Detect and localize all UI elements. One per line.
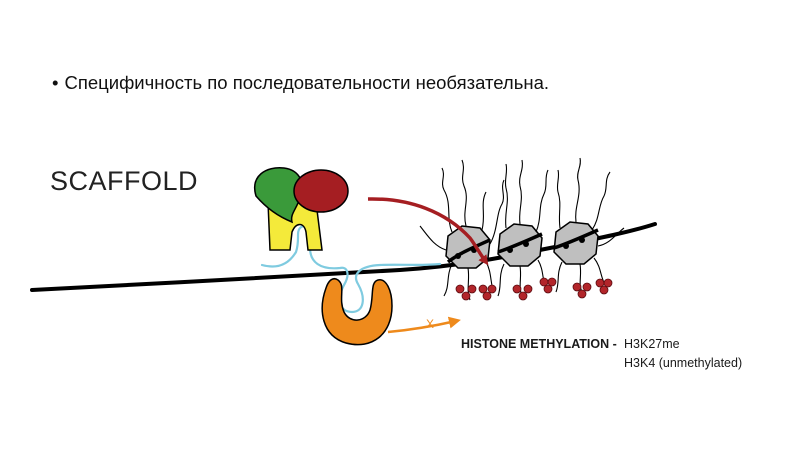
nucleosome-1 — [445, 225, 491, 269]
bullet-text: Специфичность по последовательности необ… — [64, 72, 550, 93]
orange-blocked-arrow — [387, 316, 461, 334]
red-activity-arrow — [367, 197, 489, 266]
methylation-marks — [455, 277, 613, 301]
red-protein — [293, 169, 349, 213]
nucleosome-3 — [553, 221, 599, 265]
bullet-dot: • — [52, 72, 59, 93]
rna-scaffold — [260, 225, 442, 314]
mark-h3k27me: H3K27me — [624, 337, 680, 351]
mark-h3k4: H3K4 (unmethylated) — [624, 356, 743, 370]
histone-tails — [419, 157, 625, 301]
orange-protein — [321, 277, 393, 346]
nucleosome-2 — [497, 223, 543, 267]
blocked-x-mark: X — [426, 317, 434, 331]
histone-methylation-label: HISTONE METHYLATION - — [461, 337, 617, 351]
scaffold-title: SCAFFOLD — [50, 166, 199, 196]
bullet-point: •Специфичность по последовательности нео… — [52, 72, 549, 94]
